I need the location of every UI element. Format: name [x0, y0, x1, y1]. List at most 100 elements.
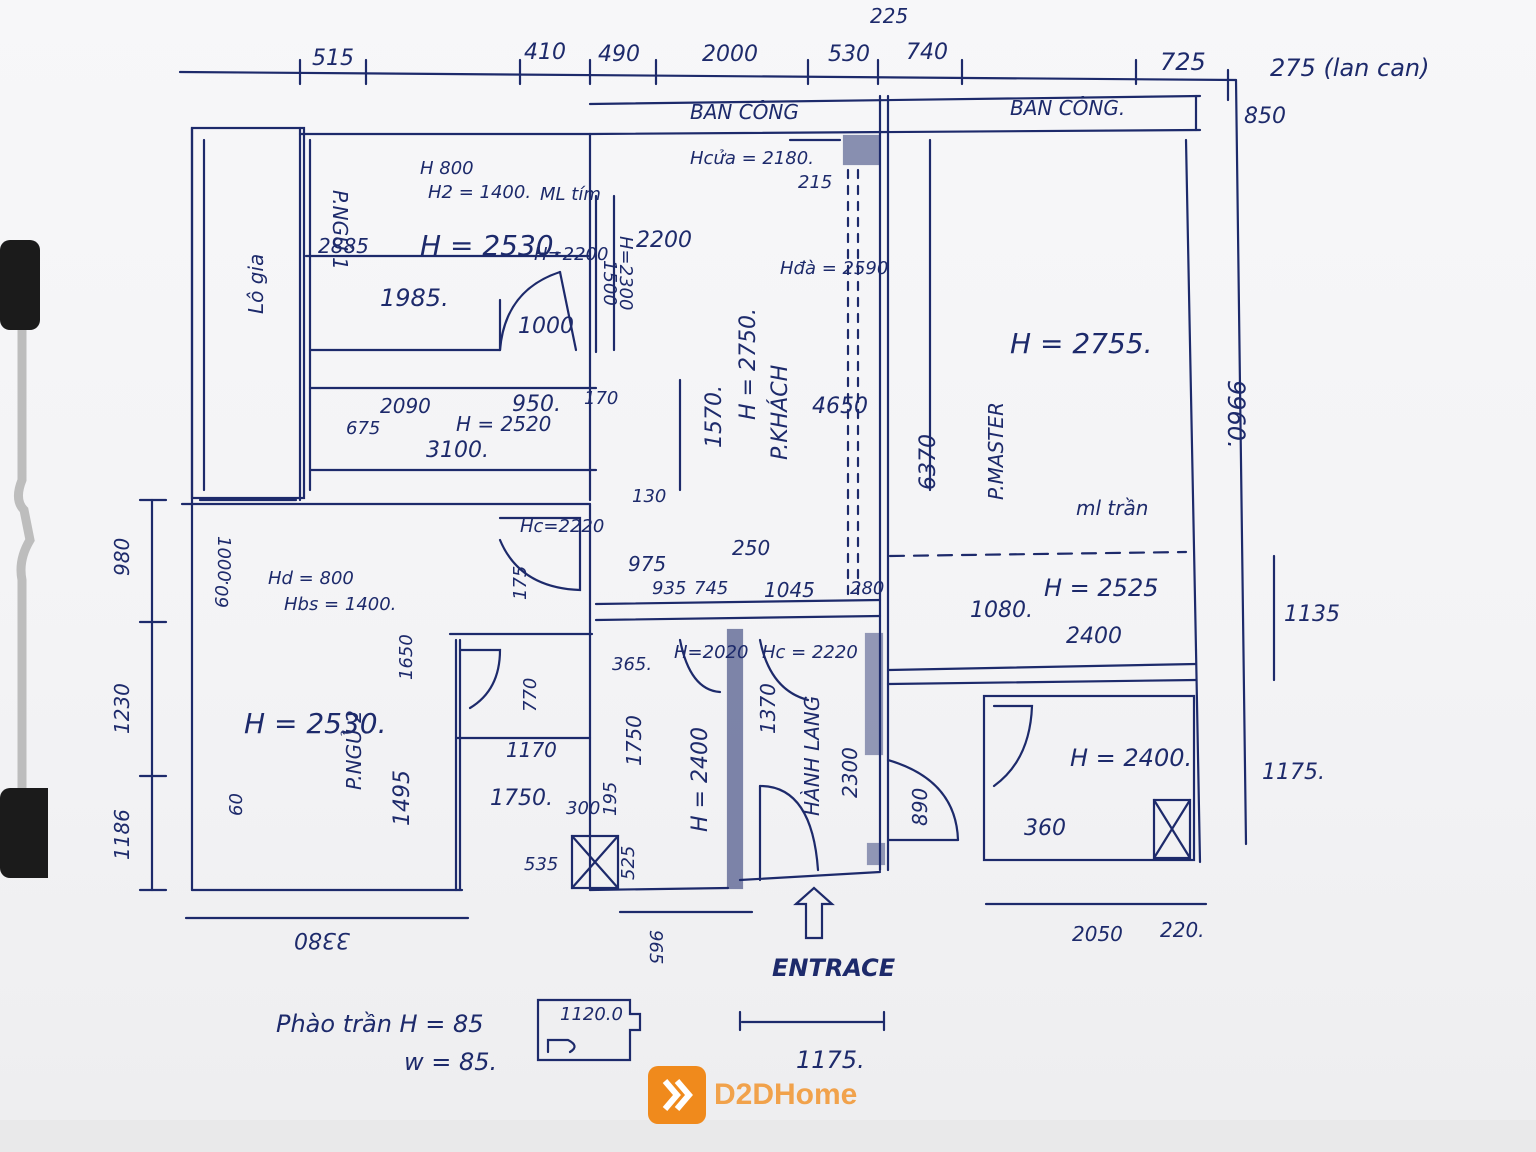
phao-tran-note: Phào trần H = 85 [276, 1010, 484, 1038]
chevron-logo-icon [648, 1066, 706, 1124]
dim-365: 365. [612, 654, 653, 675]
h-2200-small: H=2200 [534, 244, 609, 265]
dim-1570: 1570. [702, 385, 727, 448]
dim-9960: 9960. [1222, 380, 1250, 449]
dim-2300: 2300 [838, 747, 862, 798]
dim-1750-h: 1750. [490, 786, 553, 811]
h-800: H 800 [420, 158, 474, 179]
dim-770: 770 [520, 677, 541, 712]
dim-300: 300 [566, 798, 601, 819]
dim-965: 965 [645, 930, 666, 965]
dim-1650: 1650 [396, 634, 417, 680]
dim-280: 280 [850, 578, 885, 599]
paper-sheet [0, 0, 1536, 1120]
room-p-ngu-2: P.NGỦ 2 [342, 710, 366, 790]
dim-1750-v: 1750 [622, 715, 646, 766]
h-2520: H = 2520 [456, 412, 552, 436]
h-2020: H=2020 [674, 642, 749, 663]
h-2755: H = 2755. [1010, 327, 1153, 360]
room-lo-gia: Lô gia [244, 253, 268, 314]
clipboard-clip [0, 240, 48, 878]
dim-515: 515 [312, 46, 354, 71]
dim-225: 225 [870, 4, 909, 28]
ml-tran: ml trần [1076, 496, 1149, 520]
dim-1175-right: 1175. [1262, 760, 1325, 785]
w-85-note: w = 85. [404, 1048, 498, 1076]
h-2530-bottom: H = 2530. [244, 707, 387, 740]
dim-1985: 1985. [380, 284, 449, 312]
entrace-label: ENTRACE [772, 954, 896, 982]
lan-can-note: 275 (lan can) [1270, 54, 1430, 82]
d2dhome-logo: D2DHome [648, 1066, 857, 1124]
hc-2220-a: Hc=2220 [520, 516, 605, 537]
dim-3100: 3100. [426, 438, 489, 463]
dim-130: 130 [632, 486, 667, 507]
h-2300: H=2300 [615, 236, 636, 311]
dim-745: 745 [694, 578, 729, 599]
hd-800: Hd = 800 [268, 568, 354, 589]
dim-850: 850 [1244, 104, 1286, 129]
room-hanh-lang: HÀNH LANG [800, 695, 824, 816]
dim-3380: 3380 [294, 927, 350, 952]
h-2530-top: H = 2530. [420, 229, 563, 262]
dim-195: 195 [600, 781, 621, 816]
dim-980: 980 [110, 537, 134, 576]
dim-725: 725 [1160, 48, 1206, 76]
h-2525: H = 2525 [1044, 574, 1159, 602]
dim-170: 170 [584, 388, 619, 409]
dim-410: 410 [524, 40, 566, 65]
h-cua-2180: Hcửa = 2180. [690, 148, 814, 169]
dim-740: 740 [906, 40, 948, 65]
dim-360: 360 [1024, 816, 1066, 841]
dim-215: 215 [798, 172, 833, 193]
h-1400: H2 = 1400. [428, 182, 532, 203]
dim-1135: 1135 [1284, 602, 1340, 627]
dim-60-b: 60 [226, 793, 247, 816]
dim-1000-b: 1000 [213, 536, 234, 582]
ban-cong-1: BAN CÔNG [690, 100, 799, 124]
dim-2885: 2885 [318, 234, 369, 258]
dim-525: 525 [618, 845, 639, 880]
dim-250: 250 [732, 536, 771, 560]
dim-530: 530 [828, 42, 870, 67]
room-p-khach: P.KHÁCH [768, 364, 793, 460]
dim-4650: 4650 [812, 394, 868, 419]
dim-1080: 1080. [970, 598, 1033, 623]
hc-2220-b: Hc = 2220 [762, 642, 858, 663]
dim-1045: 1045 [764, 578, 815, 602]
h-2400: H = 2400. [1070, 744, 1193, 772]
dim-1170: 1170 [506, 738, 557, 762]
h-2400-vertical: H = 2400 [688, 727, 713, 832]
dim-2090: 2090 [380, 394, 431, 418]
hbs-1400: Hbs = 1400. [284, 594, 397, 615]
dim-890: 890 [908, 787, 932, 826]
dim-675: 675 [346, 418, 381, 439]
dim-60-a: 60. [212, 579, 233, 608]
brand-name: D2DHome [714, 1078, 858, 1111]
ml-tim: ML tím [540, 184, 601, 205]
dim-1370: 1370 [756, 683, 780, 734]
room-p-master: P.MASTER [984, 401, 1008, 500]
dim-1120: 1120.0 [560, 1004, 623, 1025]
dim-1000: 1000 [518, 314, 574, 339]
dim-1495: 1495 [390, 770, 415, 826]
dim-6370: 6370 [916, 434, 941, 490]
dim-175: 175 [510, 565, 531, 600]
dim-490: 490 [598, 42, 640, 67]
dim-2050: 2050 [1072, 922, 1123, 946]
dim-935: 935 [652, 578, 687, 599]
h-da-2590: Hđà = 2590 [780, 258, 889, 279]
dim-535: 535 [524, 854, 559, 875]
dim-2200: 2200 [636, 228, 692, 253]
dim-1230: 1230 [110, 683, 134, 734]
dim-950: 950. [512, 392, 561, 417]
dim-2000: 2000 [702, 42, 758, 67]
floor-plan-sketch [138, 58, 1276, 1062]
dim-220: 220. [1160, 918, 1205, 942]
dim-975: 975 [628, 552, 667, 576]
ban-cong-2: BAN CÔNG. [1010, 96, 1126, 120]
h-2750: H = 2750. [736, 308, 761, 420]
dim-2400: 2400 [1066, 624, 1122, 649]
dim-1186: 1186 [110, 809, 134, 860]
dim-1175-bottom: 1175. [796, 1046, 865, 1074]
